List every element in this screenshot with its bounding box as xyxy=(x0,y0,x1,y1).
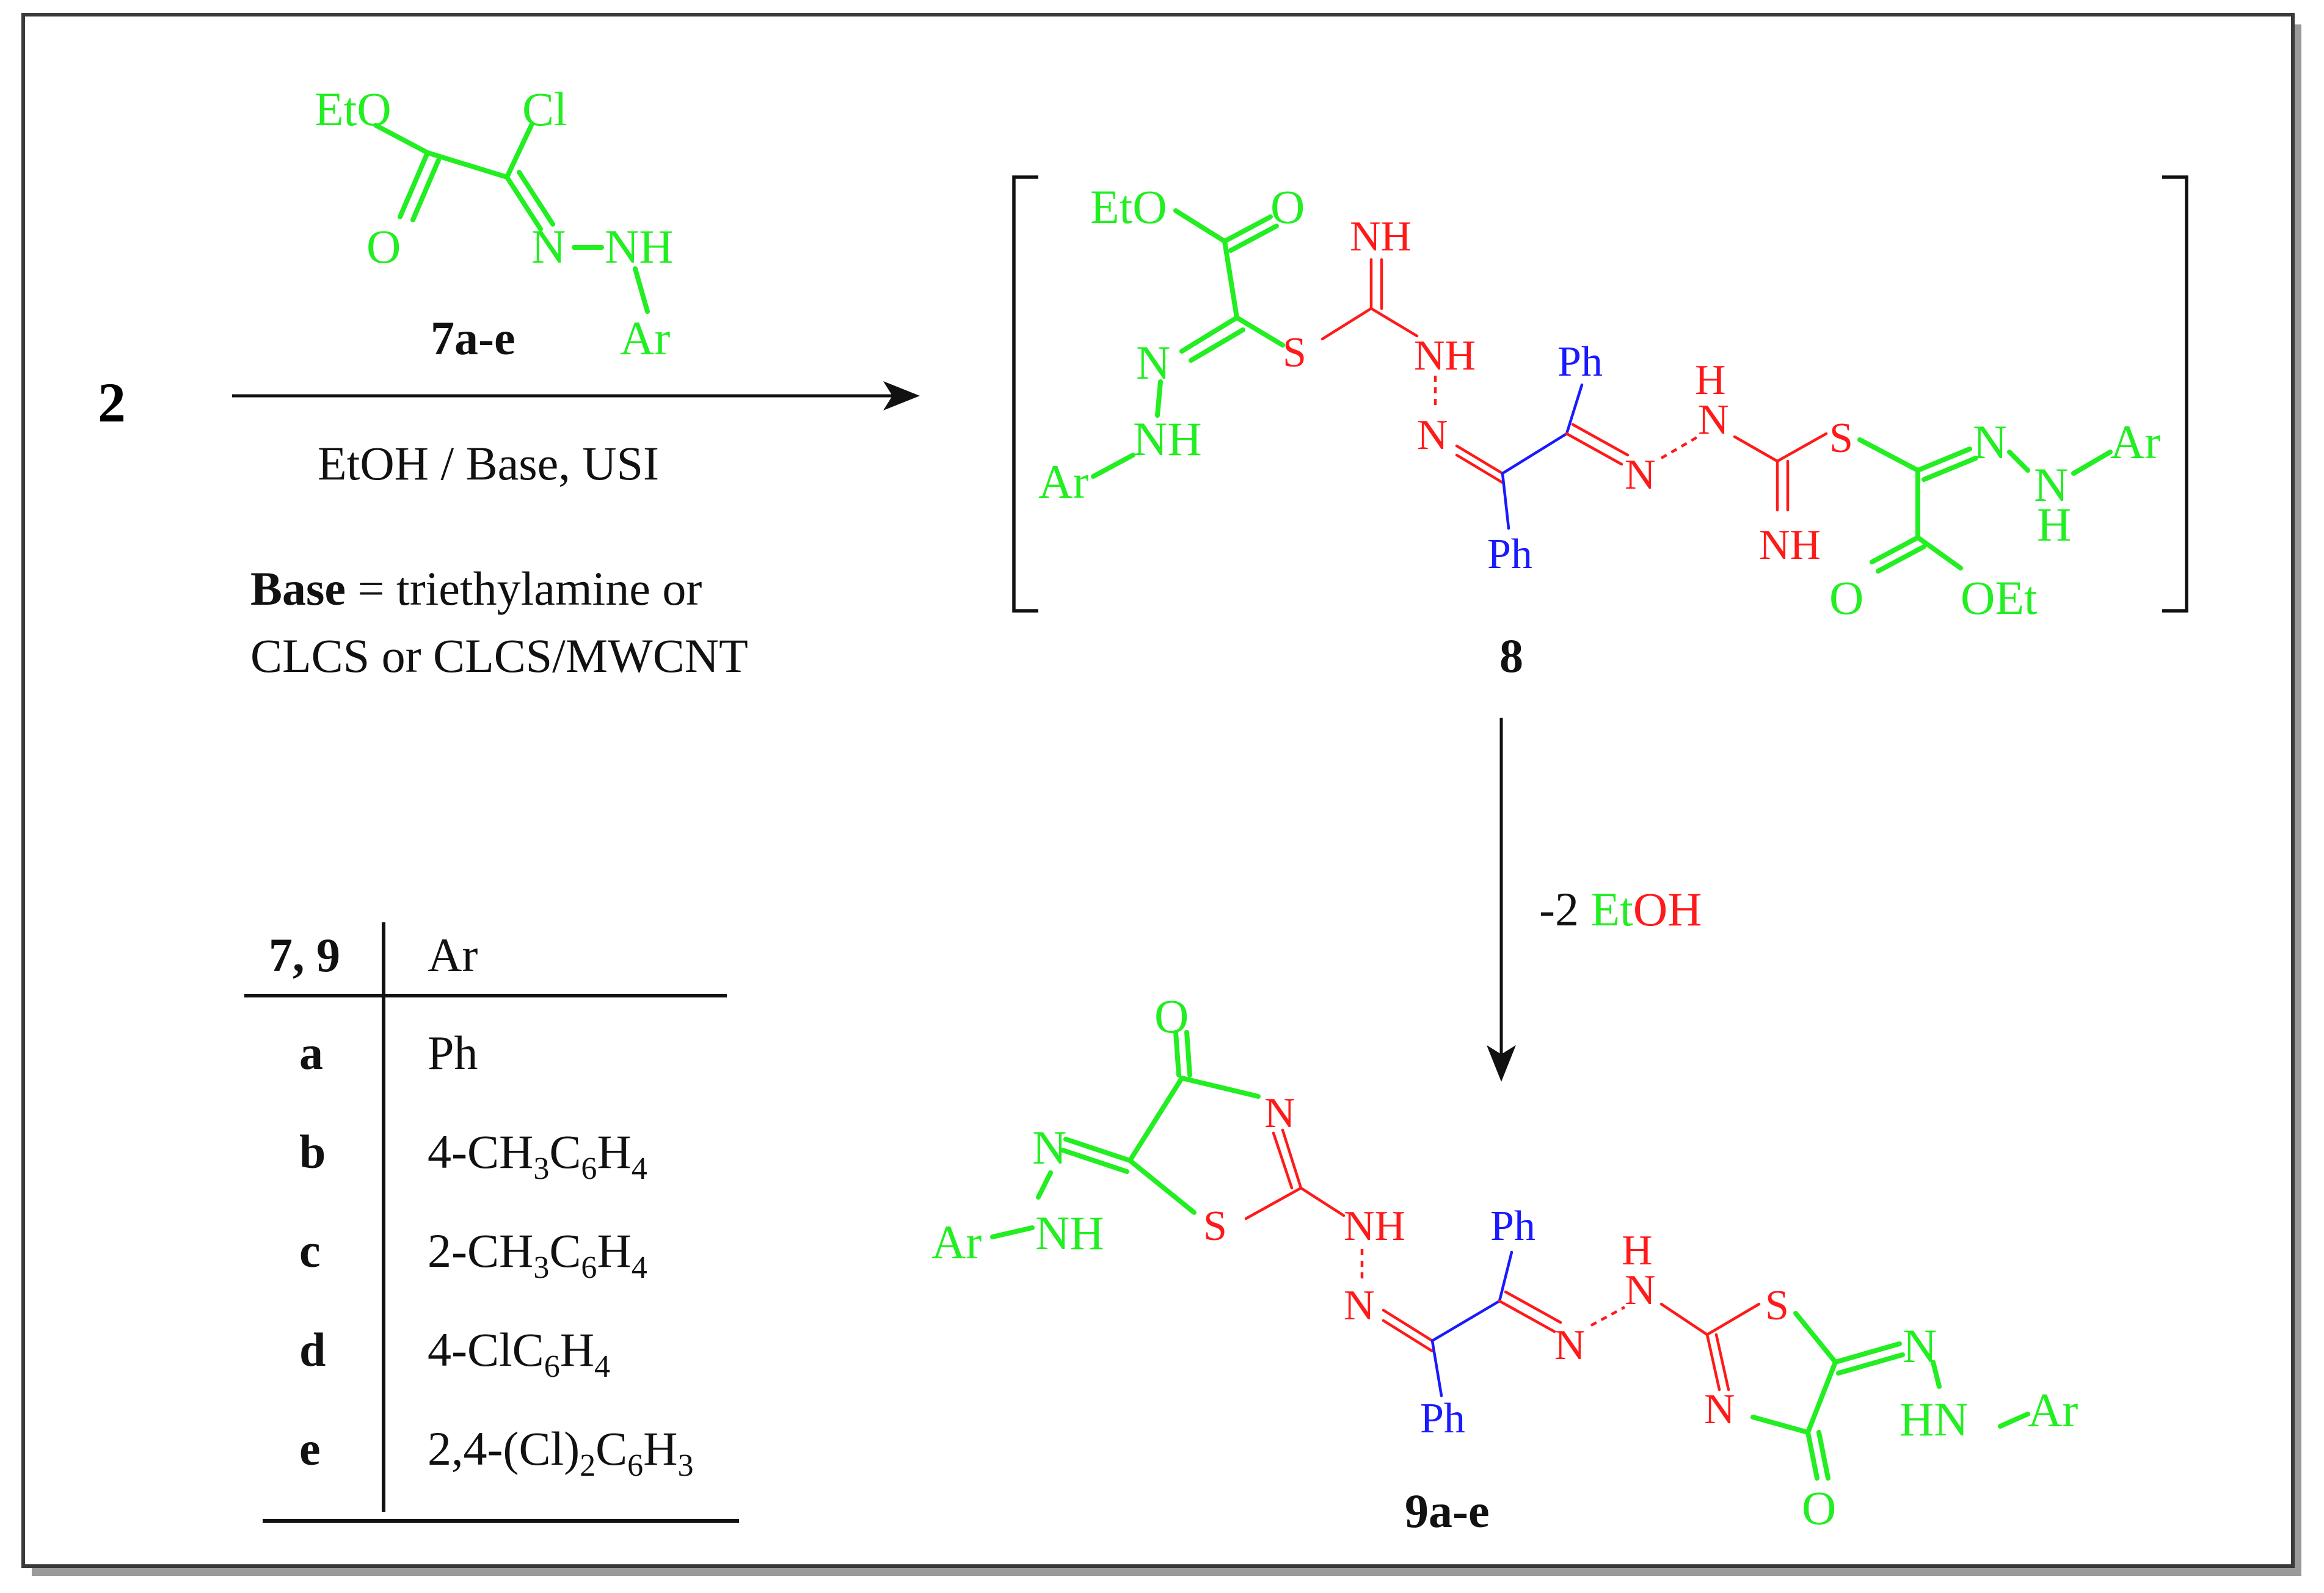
start-compound-label: 2 xyxy=(98,371,126,434)
prod-hn-exo2: HN xyxy=(1900,1393,1969,1446)
int-n-left: N xyxy=(1136,336,1170,389)
prod-n-link1: N xyxy=(1344,1282,1375,1329)
int-nh-bottom: NH xyxy=(1759,522,1821,569)
int-o-right: O xyxy=(1829,571,1863,624)
prod-n-exo1: N xyxy=(1032,1121,1066,1174)
base-line-2: CLCS or CLCS/MWCNT xyxy=(250,629,748,682)
prod-s-ring1: S xyxy=(1203,1203,1227,1250)
right-bracket xyxy=(2162,175,2188,613)
product-label: 9a-e xyxy=(1405,1484,1490,1537)
intermediate-blue-center xyxy=(1501,383,1584,530)
prod-n-ring1: N xyxy=(1264,1090,1295,1137)
int-n-right-link: N xyxy=(1625,451,1656,498)
product-ring-left xyxy=(990,1030,1346,1239)
reagent-ar: Ar xyxy=(620,312,670,365)
intermediate-red-right xyxy=(1565,423,1828,512)
intermediate-label: 8 xyxy=(1499,629,1523,682)
reagent-nh: NH xyxy=(605,220,674,273)
reagent-cl: Cl xyxy=(522,82,567,136)
int-nh-left: NH xyxy=(1133,412,1202,465)
table-row-id: d xyxy=(299,1323,326,1376)
intermediate-green-left xyxy=(1091,208,1279,479)
prod-h-link2: H xyxy=(1622,1227,1653,1274)
prod-ar-left: Ar xyxy=(931,1216,982,1269)
prod-n-link2b: N xyxy=(1554,1322,1586,1369)
prod-o-bottom: O xyxy=(1802,1481,1836,1534)
left-bracket xyxy=(1012,175,1038,613)
table-header-compound: 7, 9 xyxy=(269,928,340,982)
intermediate-green-right xyxy=(1870,447,2113,574)
reagent-eto: EtO xyxy=(315,82,392,136)
table-row-id: c xyxy=(299,1224,321,1277)
int-ph-top: Ph xyxy=(1557,338,1603,385)
int-ph-bottom: Ph xyxy=(1487,531,1532,578)
table-row-id: e xyxy=(299,1422,321,1475)
reagent-n: N xyxy=(531,220,566,273)
prod-nh-link1: NH xyxy=(1344,1203,1405,1250)
int-nh-top: NH xyxy=(1350,213,1412,260)
int-n-mid2: N xyxy=(1698,396,1729,443)
prod-n-ring2: N xyxy=(1704,1386,1735,1433)
int-h-mid: H xyxy=(1695,357,1726,404)
table-row-ar: 4-CH3C6H4 xyxy=(428,1125,647,1186)
prod-o-top: O xyxy=(1154,990,1189,1043)
intermediate-red-left xyxy=(1320,258,1504,484)
substituent-table: 7, 9 Ar a Ph b 4-CH3C6H4 c 2-CH3C6H4 d 4-ClC6H4… xyxy=(244,922,739,1523)
reagent-label: 7a-e xyxy=(431,312,515,365)
frame xyxy=(21,13,2295,1568)
int-ar-left: Ar xyxy=(1038,455,1088,508)
prod-nh-exo1: NH xyxy=(1035,1206,1104,1259)
table-rows: a Ph b 4-CH3C6H4 c 2-CH3C6H4 d 4-ClC6H4 e 2,4-(Cl… xyxy=(299,1026,694,1483)
reagent-o: O xyxy=(366,220,401,273)
prod-n-exo2: N xyxy=(1903,1319,1937,1372)
prod-ar-right: Ar xyxy=(2028,1383,2078,1437)
table-row-ar: 2,4-(Cl)2C6H3 xyxy=(428,1422,694,1483)
table-row-id: b xyxy=(299,1125,326,1178)
int-n-mid: N xyxy=(1417,412,1448,459)
int-n-right2: N xyxy=(2034,458,2068,511)
table-row-ar: 4-ClC6H4 xyxy=(428,1323,610,1384)
int-s1: S xyxy=(1283,329,1306,376)
prod-ph-top: Ph xyxy=(1490,1203,1535,1250)
table-row-id: a xyxy=(299,1026,323,1079)
int-o: O xyxy=(1270,180,1305,233)
conditions-text: EtOH / Base, USI xyxy=(318,437,659,490)
base-line-1: Base = triethylamine or xyxy=(250,562,702,615)
table-row-ar: 2-CH3C6H4 xyxy=(428,1224,647,1285)
table-row-ar: Ph xyxy=(428,1026,478,1079)
int-n-right: N xyxy=(1973,415,2007,468)
elimination-text: -2 EtOH xyxy=(1539,883,1702,936)
prod-s-ring2: S xyxy=(1765,1282,1789,1329)
int-eto: EtO xyxy=(1090,180,1167,233)
table-header-ar: Ar xyxy=(428,928,478,982)
int-ar-right: Ar xyxy=(2110,415,2160,468)
int-h-right: H xyxy=(2037,498,2071,551)
prod-n-link2: N xyxy=(1625,1267,1656,1314)
int-nh-mid: NH xyxy=(1414,332,1476,379)
reagent-7-structure xyxy=(373,123,650,314)
int-oet: OEt xyxy=(1961,571,2038,624)
prod-ph-bottom: Ph xyxy=(1420,1395,1465,1442)
int-s2: S xyxy=(1829,415,1853,462)
